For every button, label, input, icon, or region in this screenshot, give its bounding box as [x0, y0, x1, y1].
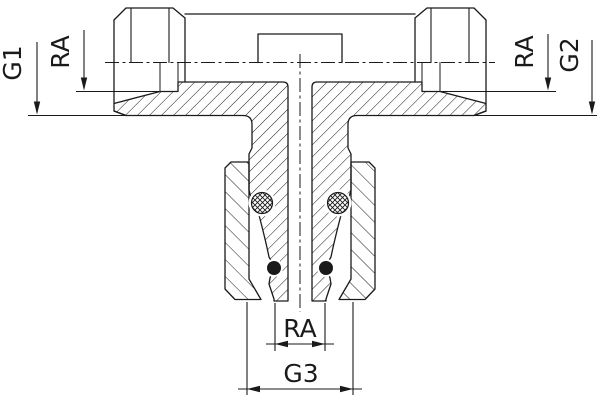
g1-arrowhead	[33, 101, 41, 115]
g3-arrow-left	[247, 385, 260, 393]
external-outline	[113, 7, 487, 117]
body-section-left	[113, 81, 289, 302]
seals	[248, 189, 352, 277]
g3-label: G3	[283, 359, 318, 388]
dimension-g2	[474, 40, 597, 117]
dimension-ra-right	[440, 34, 556, 93]
ra-left-label: RA	[46, 35, 75, 68]
g1-label: G1	[0, 45, 27, 80]
ra-bottom-arrow-right	[312, 340, 325, 348]
dimension-ra-bottom	[266, 303, 334, 351]
ra-left-arrowhead	[80, 77, 88, 91]
seal-ring-right	[319, 261, 333, 275]
ra-right-label: RA	[510, 35, 539, 68]
tee-body-section	[113, 81, 487, 302]
ra-bottom-arrow-left	[275, 340, 288, 348]
oring-right	[326, 191, 350, 215]
oring-left	[250, 191, 274, 215]
hex-nut-left	[113, 7, 186, 117]
g2-arrowhead	[588, 101, 596, 115]
dimension-ra-left	[76, 30, 160, 93]
nut-section-right	[338, 161, 376, 301]
nut-section-left	[224, 161, 262, 301]
g2-label: G2	[555, 37, 584, 72]
centerlines	[105, 54, 495, 312]
body-wrench-flats	[257, 33, 343, 64]
g3-arrow-right	[340, 385, 353, 393]
dimension-g1	[28, 42, 126, 117]
seal-ring-left	[267, 261, 281, 275]
ra-bottom-label: RA	[283, 314, 316, 343]
body-section-right	[311, 81, 487, 302]
hex-nut-right	[414, 7, 487, 117]
thread-undercuts	[159, 62, 441, 92]
dimension-g3	[238, 302, 362, 395]
swivel-nut-section	[224, 161, 376, 301]
ra-right-arrowhead	[544, 77, 552, 91]
